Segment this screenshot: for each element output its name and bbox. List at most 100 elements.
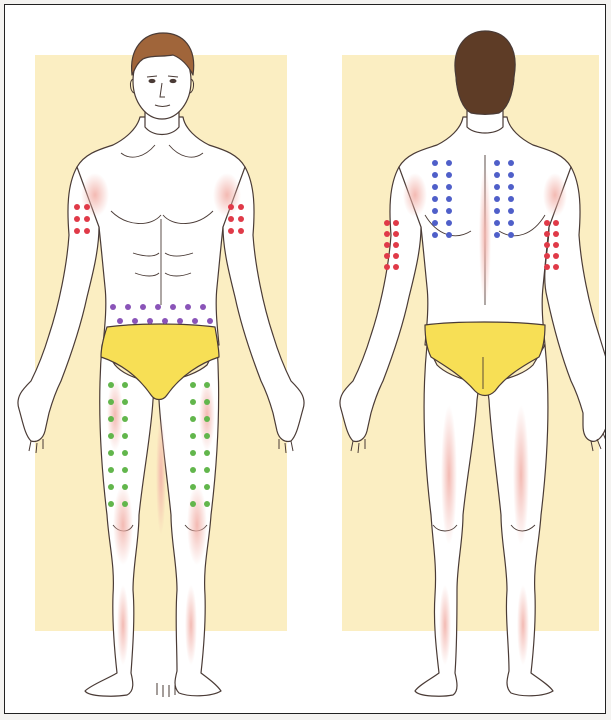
thigh-right-dot <box>204 484 210 490</box>
thigh-right-dot <box>190 416 196 422</box>
abdomen-dot <box>110 304 116 310</box>
upper-arm-back-left-dot <box>393 253 399 259</box>
abdomen-dot <box>162 318 168 324</box>
upper-back-right-dot <box>508 172 514 178</box>
thigh-left-dot <box>108 399 114 405</box>
thigh-right-dot <box>204 501 210 507</box>
thigh-left-dot <box>122 450 128 456</box>
upper-back-left-dot <box>446 160 452 166</box>
thigh-right-dot <box>204 450 210 456</box>
thigh-left-dot <box>122 416 128 422</box>
upper-arm-front-right-dot <box>238 216 244 222</box>
upper-arm-front-right-dot <box>228 228 234 234</box>
upper-back-right-dot <box>508 184 514 190</box>
upper-arm-back-right-dot <box>544 242 550 248</box>
abdomen-dot <box>125 304 131 310</box>
upper-arm-back-right-dot <box>553 264 559 270</box>
figure-frame <box>4 4 606 714</box>
abdomen-dot <box>207 318 213 324</box>
abdomen-dot <box>192 318 198 324</box>
upper-arm-front-left-dot <box>74 204 80 210</box>
thigh-right-dot <box>190 484 196 490</box>
thigh-left-dot <box>122 467 128 473</box>
upper-back-left-dot <box>432 172 438 178</box>
upper-back-right-dot <box>508 208 514 214</box>
upper-arm-back-left-dot <box>393 231 399 237</box>
upper-back-left-dot <box>446 184 452 190</box>
upper-arm-front-left-dot <box>74 228 80 234</box>
upper-back-right-dot <box>508 232 514 238</box>
thigh-right-dot <box>204 399 210 405</box>
thigh-left-dot <box>108 501 114 507</box>
upper-arm-back-left-dot <box>384 264 390 270</box>
upper-arm-front-right-dot <box>228 216 234 222</box>
upper-arm-front-left-dot <box>74 216 80 222</box>
abdomen-dot <box>200 304 206 310</box>
abdomen-dot <box>155 304 161 310</box>
thigh-left-dot <box>122 501 128 507</box>
upper-back-right-dot <box>494 172 500 178</box>
thigh-right-dot <box>190 467 196 473</box>
upper-back-left-dot <box>432 220 438 226</box>
abdomen-dot <box>170 304 176 310</box>
upper-arm-front-left-dot <box>84 204 90 210</box>
upper-back-left-dot <box>446 220 452 226</box>
upper-arm-back-left-dot <box>384 231 390 237</box>
upper-back-right-dot <box>508 196 514 202</box>
upper-back-right-dot <box>494 208 500 214</box>
thigh-right-dot <box>190 450 196 456</box>
thigh-right-dot <box>190 501 196 507</box>
upper-back-right-dot <box>494 220 500 226</box>
upper-back-right-dot <box>494 232 500 238</box>
upper-back-right-dot <box>494 184 500 190</box>
upper-arm-front-right-dot <box>238 204 244 210</box>
upper-arm-back-right-dot <box>553 231 559 237</box>
abdomen-dot <box>140 304 146 310</box>
thigh-left-dot <box>122 399 128 405</box>
thigh-right-dot <box>204 416 210 422</box>
thigh-left-dot <box>108 416 114 422</box>
upper-arm-back-left-dot <box>384 220 390 226</box>
upper-back-right-dot <box>508 220 514 226</box>
upper-back-left-dot <box>432 184 438 190</box>
thigh-right-dot <box>190 433 196 439</box>
upper-arm-front-left-dot <box>84 228 90 234</box>
upper-back-left-dot <box>446 172 452 178</box>
upper-back-right-dot <box>494 196 500 202</box>
upper-back-left-dot <box>432 208 438 214</box>
thigh-left-dot <box>122 382 128 388</box>
upper-arm-front-left-dot <box>84 216 90 222</box>
thigh-right-dot <box>204 433 210 439</box>
thigh-right-dot <box>204 467 210 473</box>
back-hair <box>455 31 515 115</box>
upper-arm-back-left-dot <box>384 242 390 248</box>
upper-back-left-dot <box>432 196 438 202</box>
upper-back-left-dot <box>446 232 452 238</box>
abdomen-dot <box>185 304 191 310</box>
abdomen-dot <box>132 318 138 324</box>
abdomen-dot <box>147 318 153 324</box>
upper-arm-back-right-dot <box>544 264 550 270</box>
upper-back-left-dot <box>432 232 438 238</box>
thigh-left-dot <box>108 450 114 456</box>
upper-back-left-dot <box>432 160 438 166</box>
upper-arm-back-right-dot <box>553 253 559 259</box>
upper-arm-front-right-dot <box>238 228 244 234</box>
thigh-right-dot <box>190 399 196 405</box>
injection-sites-diagram <box>5 5 606 714</box>
upper-arm-back-left-dot <box>393 264 399 270</box>
abdomen-dot <box>117 318 123 324</box>
thigh-right-dot <box>204 382 210 388</box>
thigh-left-dot <box>122 433 128 439</box>
upper-arm-front-right-dot <box>228 204 234 210</box>
upper-back-right-dot <box>508 160 514 166</box>
upper-arm-back-left-dot <box>393 242 399 248</box>
upper-arm-back-right-dot <box>544 231 550 237</box>
thigh-right-dot <box>190 382 196 388</box>
thigh-left-dot <box>108 484 114 490</box>
upper-back-right-dot <box>494 160 500 166</box>
upper-back-left-dot <box>446 208 452 214</box>
upper-arm-back-right-dot <box>553 242 559 248</box>
thigh-left-dot <box>108 433 114 439</box>
upper-back-left-dot <box>446 196 452 202</box>
